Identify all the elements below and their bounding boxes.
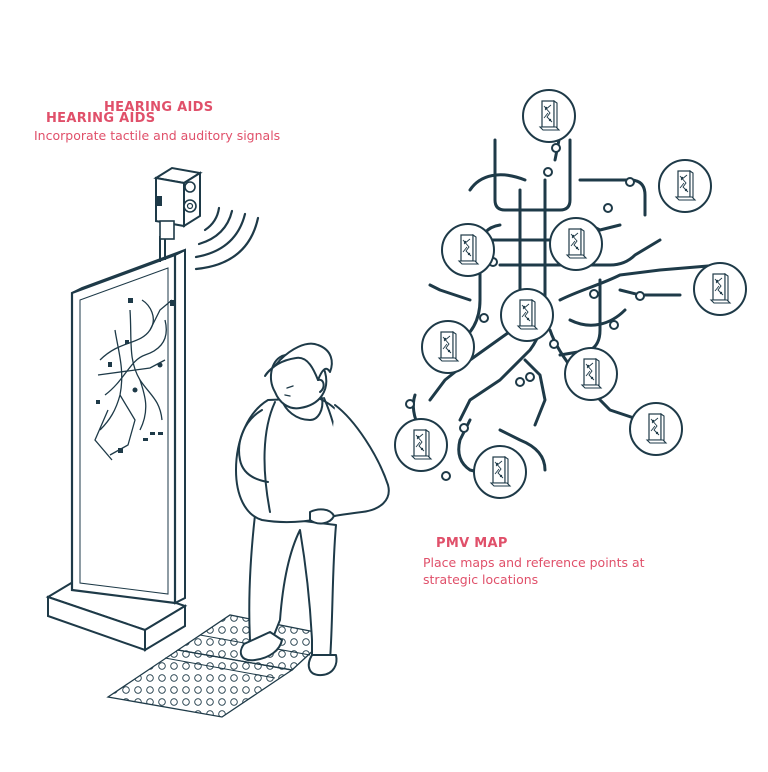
hearing-aids-description: Incorporate tactile and auditory signals	[34, 128, 281, 143]
hearing-aids-title-duplicate: HEARING AIDS	[46, 111, 156, 126]
sound-waves-icon	[194, 206, 260, 271]
pmv-map-description-line2: strategic locations	[423, 572, 539, 587]
pmv-map-title: PMV MAP	[436, 536, 508, 551]
totem-icon	[45, 236, 188, 652]
tactile-paving	[106, 614, 332, 718]
hearing-aids-title: HEARING AIDS	[104, 100, 214, 115]
speaker-icon	[153, 166, 203, 240]
person-figure	[235, 342, 390, 677]
pmv-map-description-line1: Place maps and reference points at	[423, 555, 645, 570]
